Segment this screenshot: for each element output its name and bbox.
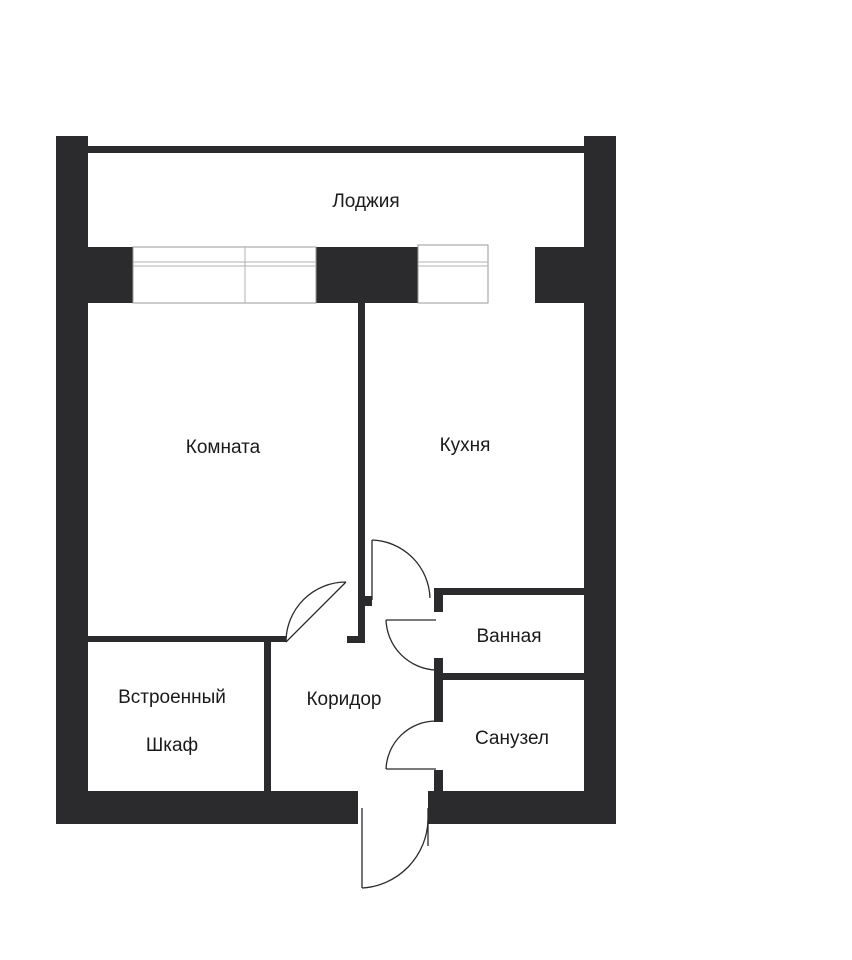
door-entrance[interactable] bbox=[361, 808, 429, 889]
label-toilet: Санузел bbox=[475, 728, 549, 749]
wall-kitchen-jamb bbox=[365, 596, 372, 606]
label-closet-line2: Шкаф bbox=[146, 735, 198, 756]
wall-balcony-pier bbox=[316, 247, 418, 303]
label-closet-line1: Встроенный bbox=[118, 687, 226, 708]
wall-bathroom-jamb-bottom bbox=[434, 658, 443, 722]
wall-balcony-left bbox=[88, 247, 133, 303]
door-room[interactable] bbox=[285, 581, 347, 643]
window-room bbox=[132, 246, 317, 304]
label-room: Комната bbox=[186, 437, 261, 458]
label-kitchen: Кухня bbox=[440, 435, 491, 456]
wall-room-kitchen-stub bbox=[347, 636, 365, 643]
wall-bottom-right bbox=[428, 791, 616, 824]
wall-right bbox=[584, 136, 616, 824]
wall-bathroom-jamb-top bbox=[434, 588, 443, 612]
wall-room-closet bbox=[58, 636, 286, 642]
wall-bath-toilet bbox=[434, 673, 584, 680]
wall-bathroom-top bbox=[434, 588, 584, 595]
loggia-rail bbox=[88, 146, 584, 153]
wall-room-kitchen bbox=[358, 303, 365, 643]
wall-toilet-jamb-bottom bbox=[434, 770, 443, 792]
door-bathroom[interactable] bbox=[385, 619, 437, 671]
wall-left bbox=[56, 136, 88, 824]
label-bathroom: Ванная bbox=[476, 626, 541, 647]
door-toilet[interactable] bbox=[385, 720, 437, 770]
wall-closet-corridor bbox=[264, 642, 271, 792]
wall-balcony-right bbox=[535, 247, 584, 303]
door-kitchen[interactable] bbox=[371, 539, 431, 600]
window-kitchen bbox=[417, 244, 489, 304]
label-corridor: Коридор bbox=[306, 689, 381, 710]
label-loggia: Лоджия bbox=[332, 191, 399, 212]
wall-bottom-left bbox=[56, 791, 358, 824]
